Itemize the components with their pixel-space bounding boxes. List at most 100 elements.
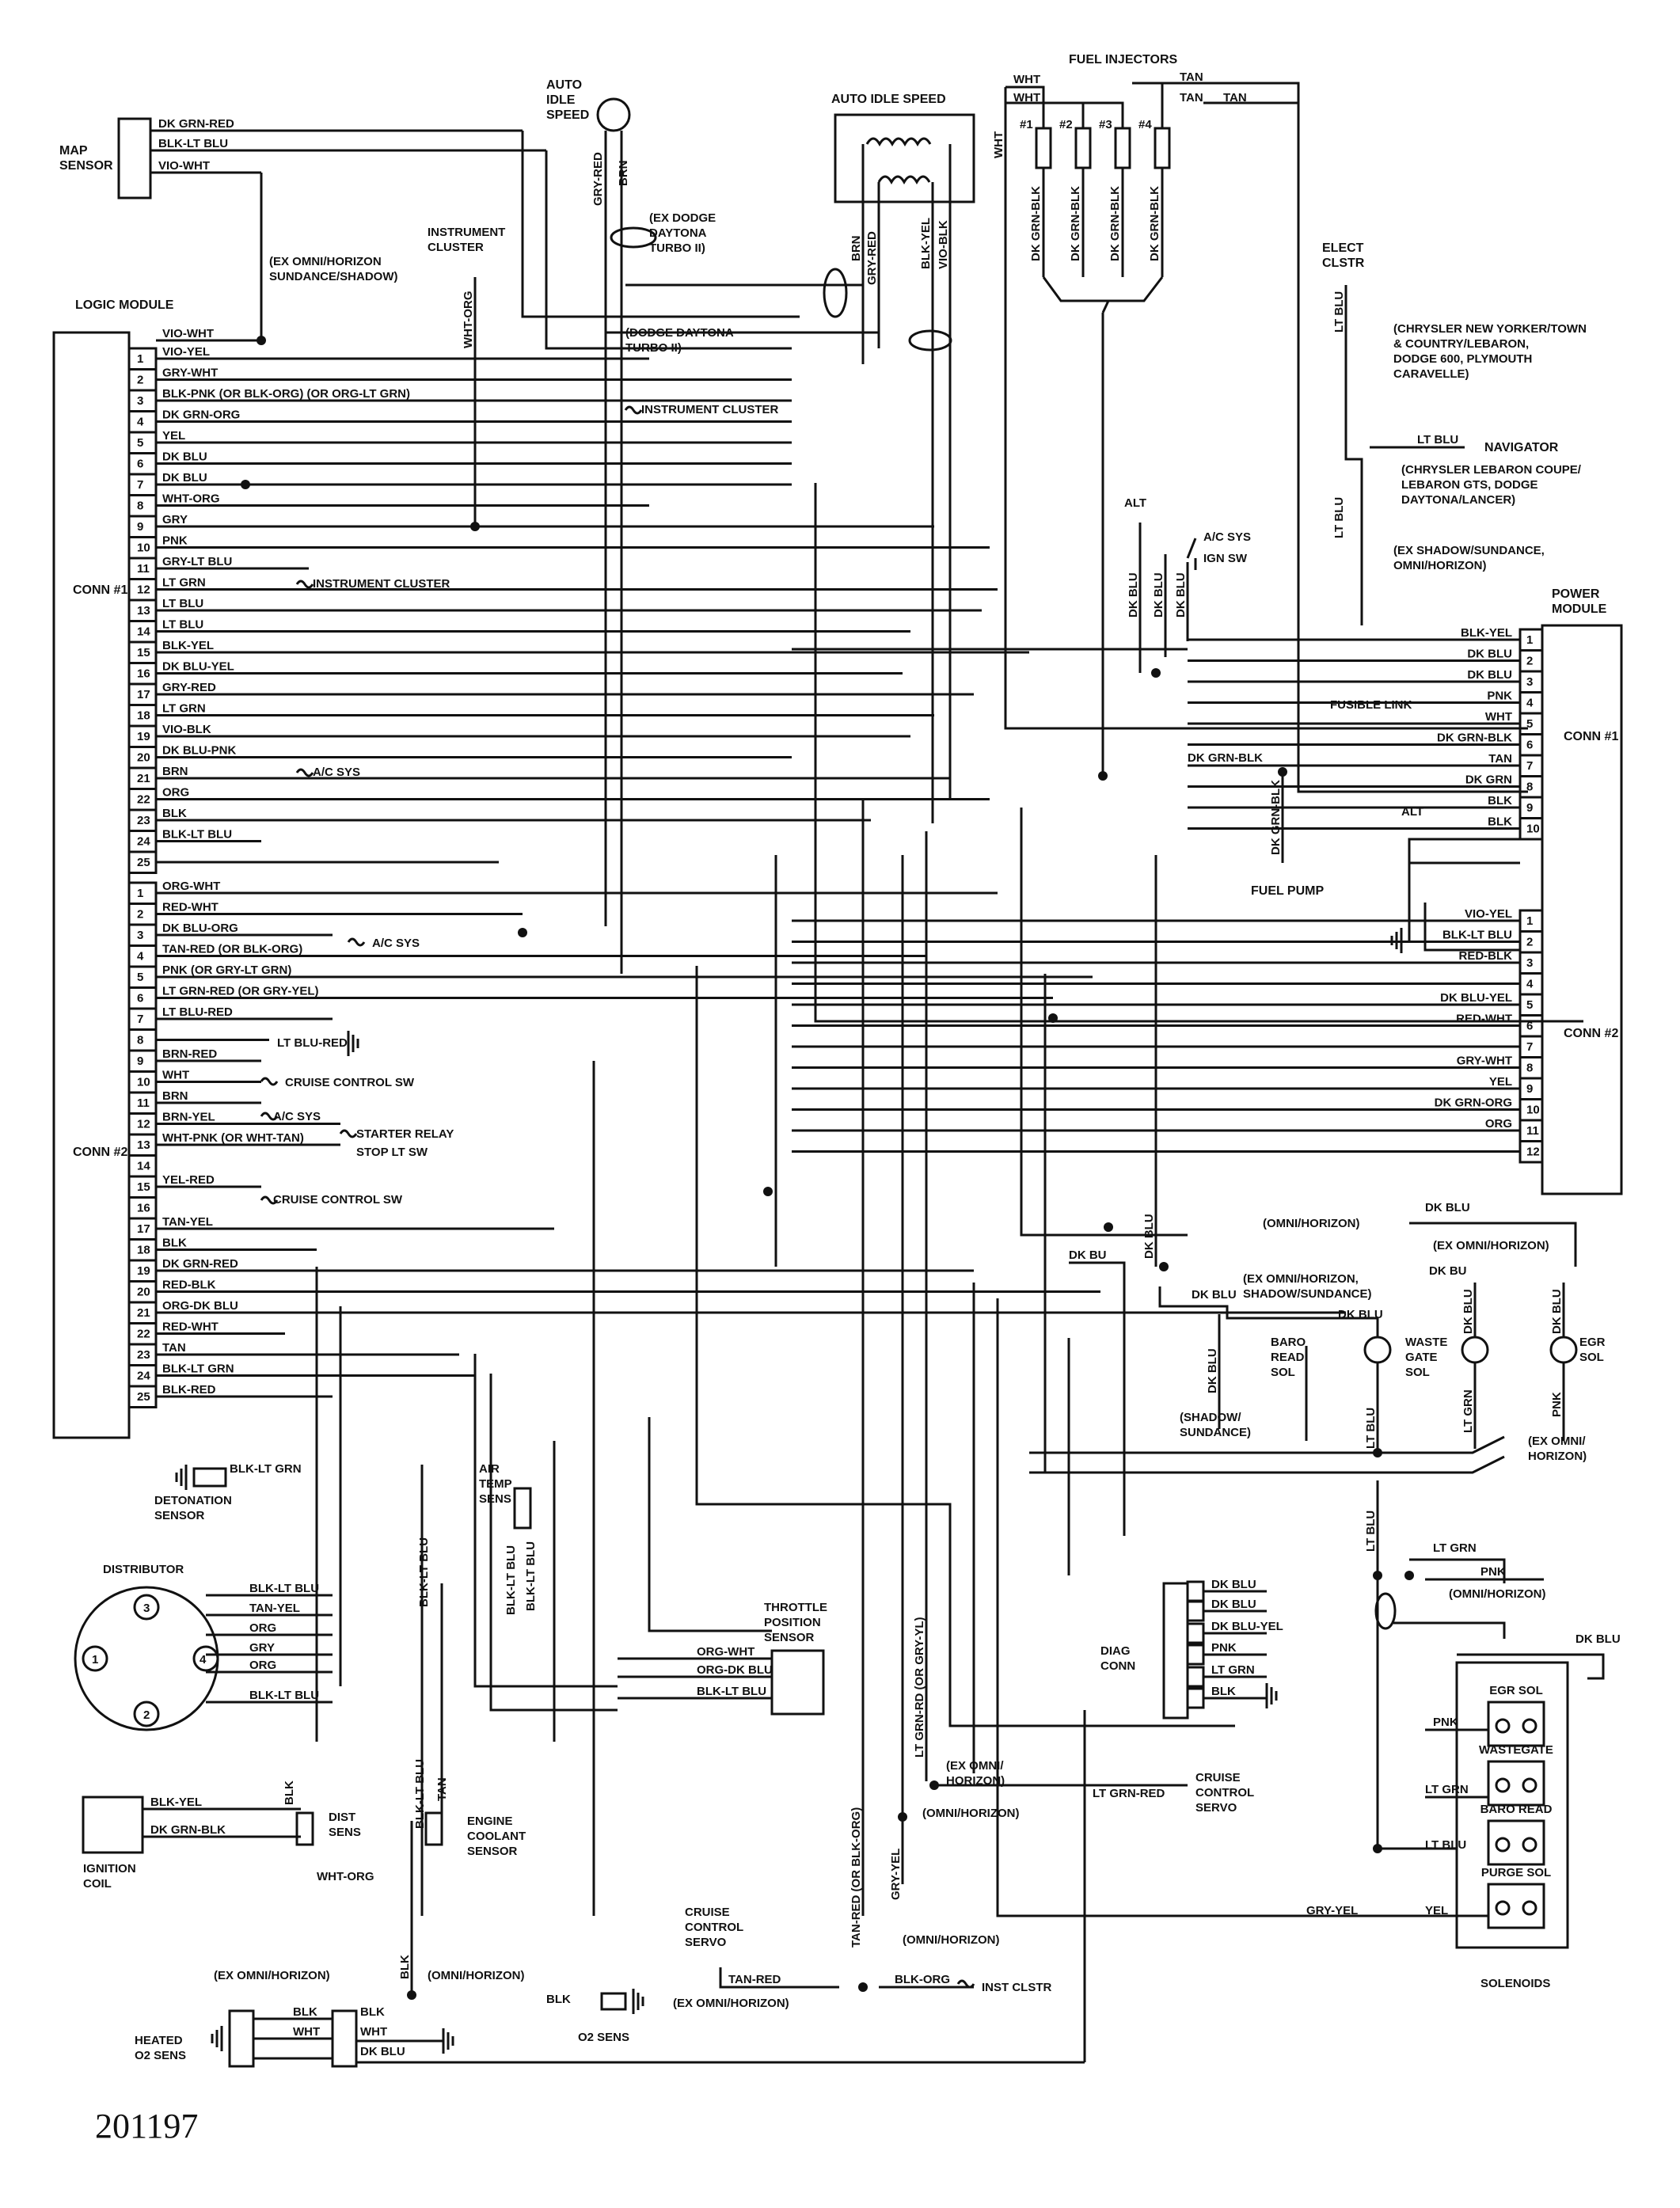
solenoid-pack — [1455, 1661, 1569, 1949]
label-line: SENS — [479, 1492, 511, 1506]
pin-number: 9 — [1526, 1082, 1533, 1096]
wire-label: RED-BLK — [1459, 949, 1513, 963]
wire-label: DK BLU — [1467, 668, 1512, 682]
label-line: IDLE — [546, 93, 576, 107]
pin-number: 4 — [1526, 978, 1534, 991]
label-line: SUNDANCE) — [1180, 1426, 1251, 1439]
wire-label: PNK — [162, 534, 188, 548]
label-line: SENSOR — [154, 1509, 205, 1522]
dk-blu-label: DK BLU — [360, 2045, 405, 2058]
o2-sens-body — [600, 1992, 627, 2011]
distributor-terminal — [82, 1645, 108, 1672]
pin-number: 9 — [137, 1055, 143, 1068]
diag-conn-body — [1162, 1582, 1189, 1720]
wire-label: TAN — [1488, 752, 1512, 766]
label-line: SOL — [1405, 1366, 1430, 1379]
label-line: (EX OMNI/HORIZON — [269, 255, 382, 268]
lm-conn1-label: CONN #1 — [73, 583, 127, 597]
wire — [1423, 903, 1520, 952]
dist-wire-label: GRY — [249, 1641, 275, 1655]
injector-body — [1114, 127, 1131, 169]
map-wire-label: VIO-WHT — [158, 159, 210, 173]
note-ex-omni-horizon: (EX OMNI/HORIZON) — [946, 1759, 1005, 1788]
wire-label: DK BLU — [162, 471, 207, 485]
pin-number: 21 — [137, 1306, 150, 1320]
label-line: (EX OMNI/HORIZON) — [214, 1969, 330, 1982]
pin-number: 1 — [1526, 633, 1533, 647]
note-ac-sys: A/C SYS — [313, 766, 360, 779]
label-line: (CHRYSLER NEW YORKER/TOWN — [1393, 322, 1587, 336]
tps-wire-label: BLK-LT BLU — [697, 1685, 766, 1698]
harness-ellipse — [908, 329, 952, 352]
label-line: DAYTONA/LANCER) — [1401, 493, 1515, 507]
pin-number: 11 — [1526, 1124, 1539, 1138]
harness-break — [260, 1112, 279, 1121]
label-line: SENSOR — [764, 1631, 815, 1644]
pin-number: 20 — [137, 1286, 150, 1299]
wht-label: WHT — [293, 2025, 320, 2039]
splice-dot — [518, 928, 527, 937]
wire — [996, 1298, 1093, 1917]
pin-number: 12 — [137, 583, 150, 597]
note-instrument-cluster: INSTRUMENT CLUSTER — [313, 577, 450, 591]
wire-label: BLK-LT GRN — [162, 1362, 234, 1376]
label-line: SOL — [1579, 1351, 1604, 1364]
label-line: SHADOW/SUNDANCE) — [1243, 1287, 1372, 1301]
harness-break — [956, 1979, 975, 1989]
harness-ellipse — [823, 268, 848, 318]
pin-number: 14 — [137, 625, 150, 639]
blk-label: BLK — [398, 1955, 412, 1979]
splice-dot — [407, 1990, 416, 2000]
diag-wire-label: DK BLU-YEL — [1211, 1620, 1283, 1633]
alt-label: ALT — [1124, 496, 1146, 510]
injector-wire-label: DK GRN-BLK — [1148, 186, 1161, 261]
wire-label: RED-WHT — [162, 901, 219, 914]
splice-dot — [1151, 668, 1161, 678]
label-line: DIAG — [1100, 1644, 1131, 1658]
diag-pin — [1186, 1666, 1205, 1688]
lm-conn2-label: CONN #2 — [73, 1146, 127, 1159]
wire-label: LT BLU-RED — [162, 1005, 233, 1019]
pin-number: 6 — [1526, 1020, 1533, 1033]
harness-ellipse — [1374, 1592, 1397, 1630]
note-ex-omni-horizon: (EX OMNI/HORIZON) — [1528, 1435, 1587, 1463]
note-cruise-sw: CRUISE CONTROL SW — [273, 1193, 403, 1207]
wire-label: PNK — [1487, 690, 1512, 703]
wire-label: LT GRN-RED (OR GRY-YEL) — [162, 985, 319, 998]
harness-break — [339, 1129, 358, 1138]
navigator-label: NAVIGATOR — [1484, 441, 1559, 454]
pin-number: 3 — [137, 929, 143, 942]
solenoid-label: BARO READ — [1480, 1803, 1553, 1816]
wire-label: YEL — [162, 429, 185, 443]
wire-label: BLK — [1488, 815, 1512, 829]
dk-blu-wire — [1457, 1653, 1605, 1680]
wire — [1029, 1435, 1505, 1454]
note-ex-omni-shadow: (EX OMNI/HORIZON,SHADOW/SUNDANCE) — [1243, 1272, 1372, 1301]
ground-icon — [1390, 928, 1403, 953]
wire-label: BLK — [1488, 794, 1512, 808]
dk-bu-wire — [1069, 1261, 1126, 1536]
pin-number: 7 — [137, 1013, 143, 1026]
distributor-terminal — [133, 1594, 160, 1621]
wire-label: BRN — [162, 1089, 188, 1103]
pin-number: 21 — [137, 772, 150, 785]
pm-conn1-label: CONN #1 — [1564, 730, 1618, 743]
pin-number: 5 — [137, 436, 143, 450]
dist-wire-label: BLK-LT BLU — [249, 1689, 319, 1702]
terminal-number: 4 — [200, 1653, 207, 1666]
ground-icon — [211, 2026, 223, 2051]
label-line: BARO — [1271, 1336, 1306, 1349]
note-ex-shadow: (EX SHADOW/SUNDANCE,OMNI/HORIZON) — [1393, 544, 1545, 572]
note-ac-sys: A/C SYS — [273, 1110, 321, 1123]
pin-number: 15 — [137, 646, 150, 659]
pin-number: 9 — [137, 520, 143, 534]
label-line: SERVO — [1195, 1801, 1237, 1815]
yel-label: YEL — [1425, 1904, 1448, 1917]
